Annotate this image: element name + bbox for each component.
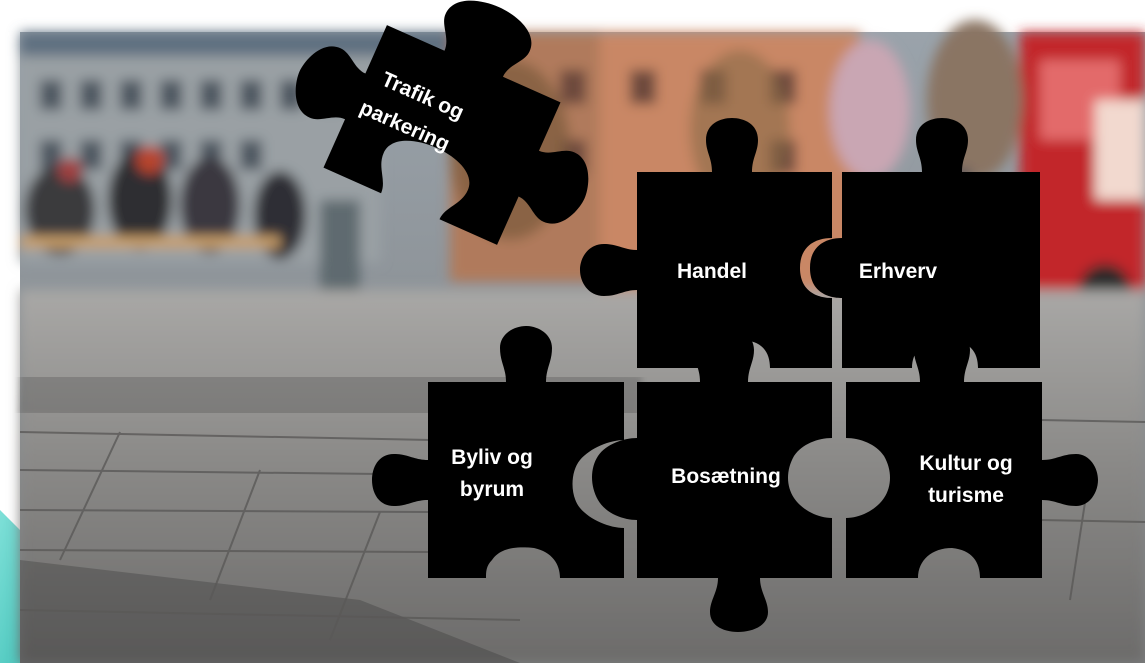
label-kultur-line1: Kultur og: [919, 452, 1012, 475]
label-handel: Handel: [677, 260, 747, 283]
label-bosaetning: Bosætning: [671, 465, 781, 488]
label-erhverv: Erhverv: [859, 260, 938, 283]
label-kultur-line2: turisme: [928, 484, 1004, 507]
label-byliv-line2: byrum: [460, 478, 524, 501]
label-byliv-line1: Byliv og: [451, 446, 533, 469]
